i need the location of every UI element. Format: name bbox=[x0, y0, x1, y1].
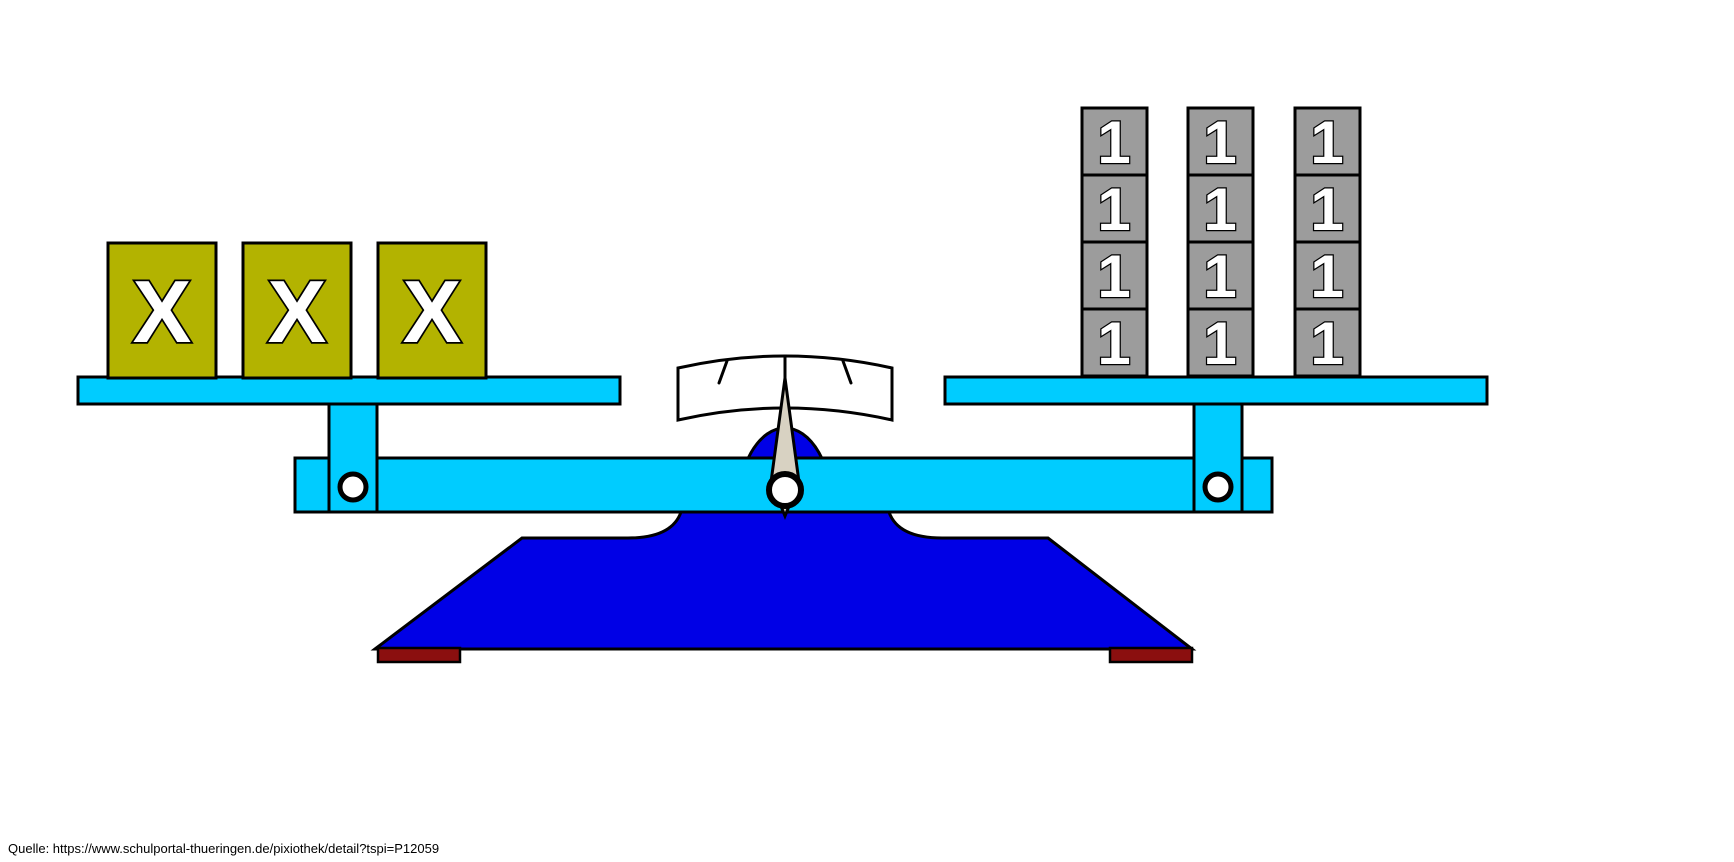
left-foot bbox=[376, 646, 462, 664]
x-block bbox=[376, 241, 488, 380]
one-block-label: 1 bbox=[1097, 176, 1130, 243]
right-pan bbox=[943, 375, 1489, 406]
one-block bbox=[1186, 307, 1255, 378]
one-block-label: 1 bbox=[1097, 109, 1130, 176]
one-block bbox=[1293, 240, 1362, 311]
one-block-label: 1 bbox=[1203, 109, 1236, 176]
one-block-label: 1 bbox=[1203, 310, 1236, 377]
right-foot bbox=[1108, 646, 1194, 664]
one-block-label: 1 bbox=[1310, 176, 1343, 243]
left-pan bbox=[76, 375, 622, 406]
one-block-label: 1 bbox=[1203, 243, 1236, 310]
x-block bbox=[106, 241, 218, 380]
x-block-label: X bbox=[268, 262, 327, 361]
one-block bbox=[1293, 307, 1362, 378]
right-bolt bbox=[1202, 471, 1234, 503]
pivot-circle bbox=[766, 471, 804, 509]
left-post bbox=[327, 402, 379, 514]
gauge-tick-left bbox=[717, 359, 729, 385]
one-block-label: 1 bbox=[1097, 243, 1130, 310]
one-block-label: 1 bbox=[1310, 109, 1343, 176]
one-block bbox=[1080, 106, 1149, 177]
pointer-group bbox=[766, 377, 804, 520]
one-block bbox=[1080, 173, 1149, 244]
right-blocks-group: 1 1 1 1 1 1 1 1 1 1 1 1 bbox=[1080, 106, 1362, 378]
source-caption: Quelle: https://www.schulportal-thuering… bbox=[8, 841, 440, 856]
gauge-tick-right bbox=[841, 359, 853, 385]
one-block bbox=[1293, 106, 1362, 177]
x-block bbox=[241, 241, 353, 380]
left-blocks-group: X X X bbox=[106, 241, 488, 380]
one-block-label: 1 bbox=[1310, 310, 1343, 377]
x-block-label: X bbox=[403, 262, 462, 361]
one-block-label: 1 bbox=[1203, 176, 1236, 243]
one-block-label: 1 bbox=[1310, 243, 1343, 310]
one-block bbox=[1080, 307, 1149, 378]
left-bolt bbox=[337, 471, 369, 503]
base-group bbox=[370, 426, 1197, 664]
x-block-label: X bbox=[133, 262, 192, 361]
one-block-label: 1 bbox=[1097, 310, 1130, 377]
